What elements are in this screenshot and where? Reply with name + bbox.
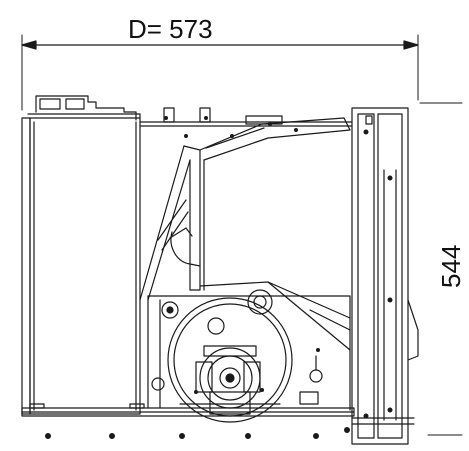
width-dimension-label: D= 573 (128, 14, 213, 44)
top-chassis (139, 107, 353, 161)
front-door (351, 107, 419, 445)
height-dimension-label: 544 (436, 245, 466, 288)
rear-panel (21, 95, 141, 415)
blower-assembly (151, 289, 323, 423)
width-dimension (21, 34, 419, 111)
base-plate (21, 403, 355, 417)
rivets (45, 116, 393, 439)
combustion-housing (147, 281, 351, 411)
hopper (139, 145, 205, 301)
height-dimension (419, 102, 463, 436)
